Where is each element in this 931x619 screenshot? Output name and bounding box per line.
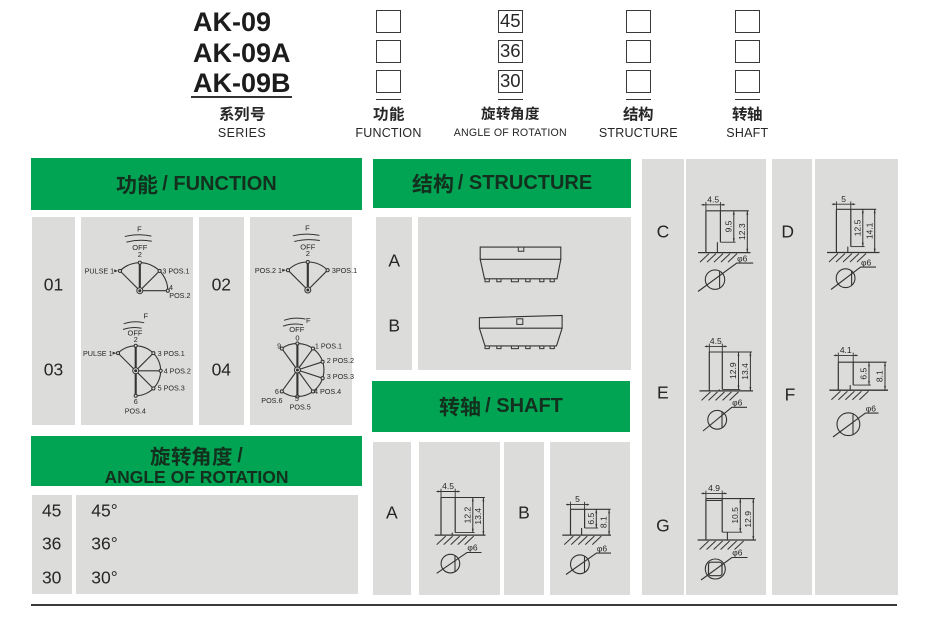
- svg-text:3 POS.1: 3 POS.1: [162, 267, 189, 276]
- svg-text:9: 9: [277, 341, 281, 350]
- svg-text:1 POS.1: 1 POS.1: [315, 341, 342, 350]
- svg-text:OFF: OFF: [300, 242, 315, 251]
- svg-text:4: 4: [169, 283, 173, 292]
- svg-text:POS.4: POS.4: [125, 406, 146, 415]
- svg-text:2: 2: [134, 335, 138, 344]
- svg-text:F: F: [137, 224, 142, 233]
- svg-text:4.5: 4.5: [442, 481, 454, 491]
- svg-text:12.9: 12.9: [743, 511, 753, 528]
- svg-text:5: 5: [295, 394, 299, 403]
- svg-text:φ6: φ6: [732, 548, 743, 558]
- svg-text:3POS.1: 3POS.1: [332, 266, 357, 275]
- svg-text:φ6: φ6: [737, 253, 748, 263]
- svg-text:PULSE 1: PULSE 1: [83, 349, 113, 358]
- svg-text:5: 5: [841, 194, 846, 204]
- svg-text:9.5: 9.5: [723, 220, 733, 232]
- svg-text:4 POS.4: 4 POS.4: [314, 387, 341, 396]
- svg-text:φ6: φ6: [866, 403, 877, 413]
- svg-text:3 POS.3: 3 POS.3: [327, 372, 354, 381]
- svg-text:6.5: 6.5: [859, 367, 869, 379]
- svg-text:12.2: 12.2: [462, 507, 472, 524]
- svg-text:OFF: OFF: [128, 328, 143, 337]
- svg-text:13.4: 13.4: [740, 363, 750, 380]
- svg-text:OFF: OFF: [132, 243, 147, 252]
- svg-text:F: F: [305, 224, 310, 233]
- svg-text:6: 6: [134, 397, 138, 406]
- svg-text:8.1: 8.1: [599, 516, 609, 528]
- svg-text:4.1: 4.1: [840, 345, 852, 355]
- svg-text:4.5: 4.5: [707, 194, 719, 204]
- svg-text:4.9: 4.9: [708, 483, 720, 493]
- svg-text:POS.2 1: POS.2 1: [255, 266, 282, 275]
- svg-text:POS.5: POS.5: [290, 403, 311, 412]
- svg-text:4 POS.2: 4 POS.2: [164, 366, 191, 375]
- svg-text:10.5: 10.5: [730, 507, 740, 524]
- svg-text:13.4: 13.4: [473, 508, 483, 525]
- svg-text:F: F: [144, 311, 149, 320]
- svg-text:5: 5: [575, 494, 580, 504]
- svg-text:2: 2: [138, 250, 142, 259]
- svg-text:F: F: [306, 316, 311, 325]
- svg-text:3 POS.1: 3 POS.1: [158, 349, 185, 358]
- svg-text:0: 0: [295, 333, 299, 342]
- svg-text:12.9: 12.9: [728, 362, 738, 379]
- svg-text:φ6: φ6: [467, 543, 478, 553]
- svg-text:PULSE 1: PULSE 1: [85, 267, 115, 276]
- svg-text:φ6: φ6: [861, 257, 872, 267]
- svg-text:OFF: OFF: [289, 325, 304, 334]
- svg-text:4.5: 4.5: [710, 336, 722, 346]
- svg-text:8.1: 8.1: [875, 370, 885, 382]
- svg-text:POS.6: POS.6: [261, 396, 282, 405]
- svg-text:6: 6: [275, 387, 279, 396]
- svg-text:2 POS.2: 2 POS.2: [327, 356, 354, 365]
- svg-text:POS.2: POS.2: [169, 291, 190, 300]
- svg-text:5 POS.3: 5 POS.3: [158, 384, 185, 393]
- svg-text:12.5: 12.5: [852, 219, 862, 236]
- svg-text:φ6: φ6: [732, 398, 743, 408]
- svg-text:6.5: 6.5: [586, 512, 596, 524]
- svg-text:12.3: 12.3: [737, 223, 747, 240]
- svg-text:14.1: 14.1: [864, 222, 874, 239]
- svg-text:φ6: φ6: [597, 543, 608, 553]
- svg-text:2: 2: [306, 249, 310, 258]
